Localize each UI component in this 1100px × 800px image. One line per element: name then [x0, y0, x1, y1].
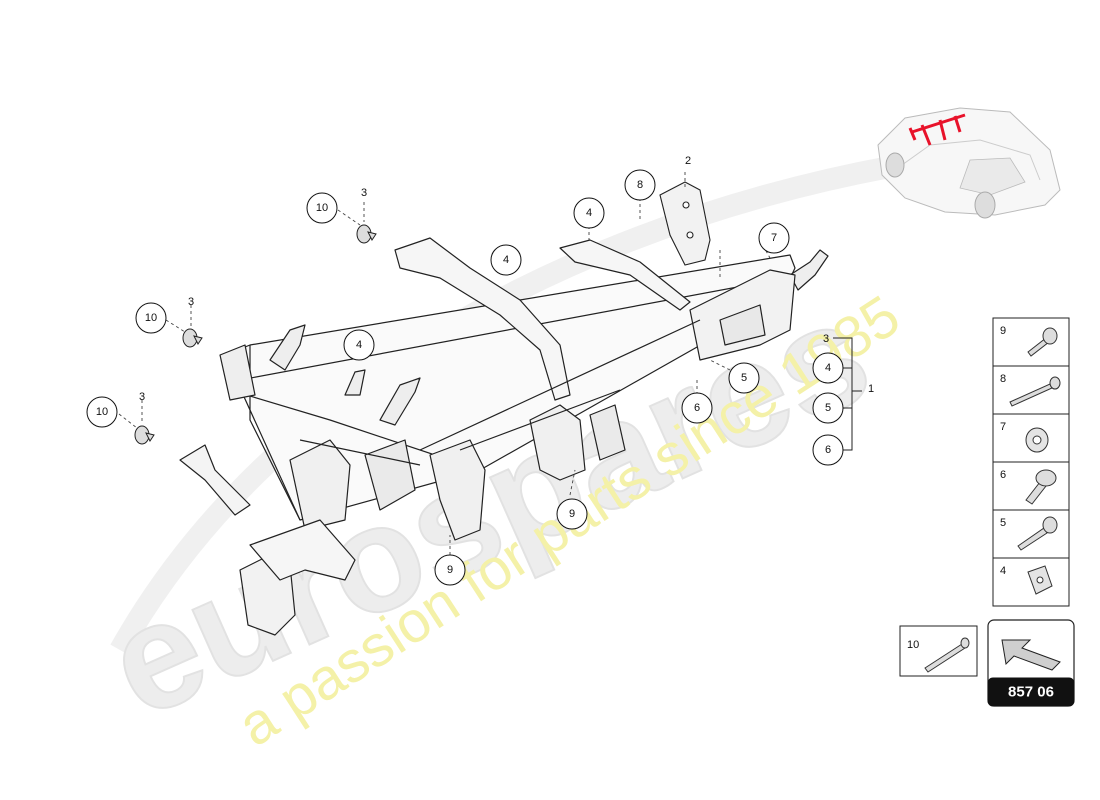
- label-3a: 3: [361, 187, 367, 199]
- legend-row-5[interactable]: 5: [1000, 516, 1058, 551]
- crossmember-frame: [179, 237, 829, 636]
- flange-bolt-icon: [1027, 327, 1058, 357]
- callout-8-label: 8: [637, 179, 643, 191]
- nut-icon: [1025, 427, 1049, 453]
- callout-4b-label: 4: [586, 207, 592, 219]
- callout-10b-label: 10: [145, 312, 157, 324]
- highlighted-crossmember: [908, 113, 966, 146]
- callout-10b[interactable]: 10: [135, 302, 167, 334]
- legend-row-10-num: 10: [907, 639, 919, 651]
- legend-row-9-num: 9: [1000, 325, 1006, 337]
- callout-7-label: 7: [771, 232, 777, 244]
- group-member-5[interactable]: 5: [812, 392, 844, 424]
- callout-10c-label: 10: [96, 406, 108, 418]
- legend-row-4-num: 4: [1000, 565, 1006, 577]
- callout-5-label: 5: [741, 372, 747, 384]
- label-3c: 3: [139, 391, 145, 403]
- group-member-6-label: 6: [825, 444, 831, 456]
- clip-nut-icon: [1027, 565, 1053, 595]
- group-parent-label: 1: [868, 383, 874, 395]
- legend-row-8[interactable]: 8: [1000, 373, 1061, 407]
- flange-screw-icon: [1025, 469, 1057, 505]
- callout-10a[interactable]: 10: [306, 192, 338, 224]
- long-stud-icon: [924, 637, 970, 673]
- fastener-legend: 9 8 7 6: [992, 317, 1070, 607]
- callout-6-label: 6: [694, 402, 700, 414]
- callout-4a-label: 4: [503, 254, 509, 266]
- callout-10a-label: 10: [316, 202, 328, 214]
- fastener-3-middle: [182, 328, 203, 348]
- fastener-3-lower: [134, 425, 155, 445]
- callout-5[interactable]: 5: [728, 362, 760, 394]
- callout-4c-label: 4: [356, 339, 362, 351]
- callout-7[interactable]: 7: [758, 222, 790, 254]
- callout-6[interactable]: 6: [681, 392, 713, 424]
- legend-row-9[interactable]: 9: [1000, 325, 1058, 357]
- callout-9a[interactable]: 9: [556, 498, 588, 530]
- legend-row-7[interactable]: 7: [1000, 421, 1049, 453]
- legend-row-6-num: 6: [1000, 469, 1006, 481]
- group-member-6[interactable]: 6: [812, 434, 844, 466]
- callout-9b[interactable]: 9: [434, 554, 466, 586]
- label-2: 2: [685, 155, 691, 167]
- group-member-4[interactable]: 4: [812, 352, 844, 384]
- callout-4a[interactable]: 4: [490, 244, 522, 276]
- screw-icon: [1017, 516, 1058, 551]
- callout-4c[interactable]: 4: [343, 329, 375, 361]
- bracket-part-2: [659, 181, 711, 266]
- reference-code: 857 06: [1008, 684, 1054, 701]
- legend-row-7-num: 7: [1000, 421, 1006, 433]
- long-bolt-icon: [1009, 376, 1061, 407]
- label-3b: 3: [188, 296, 194, 308]
- legend-row-5-num: 5: [1000, 517, 1006, 529]
- callout-8[interactable]: 8: [624, 169, 656, 201]
- legend-row-6[interactable]: 6: [1000, 469, 1057, 505]
- fastener-3-upper: [356, 224, 377, 244]
- car-thumbnail: [877, 107, 1061, 219]
- group-member-4-label: 4: [825, 362, 831, 374]
- direction-arrow-icon: [1001, 639, 1061, 671]
- callout-9b-label: 9: [447, 564, 453, 576]
- callout-4b[interactable]: 4: [573, 197, 605, 229]
- callout-9a-label: 9: [569, 508, 575, 520]
- group-member-5-label: 5: [825, 402, 831, 414]
- callout-10c[interactable]: 10: [86, 396, 118, 428]
- legend-row-4[interactable]: 4: [1000, 565, 1053, 595]
- assembly-group: 3 1 4 5 6: [812, 333, 874, 466]
- legend-row-8-num: 8: [1000, 373, 1006, 385]
- legend-row-10[interactable]: 10: [899, 625, 978, 677]
- group-sub-label: 3: [823, 333, 829, 345]
- reference-box[interactable]: 857 06: [987, 619, 1075, 707]
